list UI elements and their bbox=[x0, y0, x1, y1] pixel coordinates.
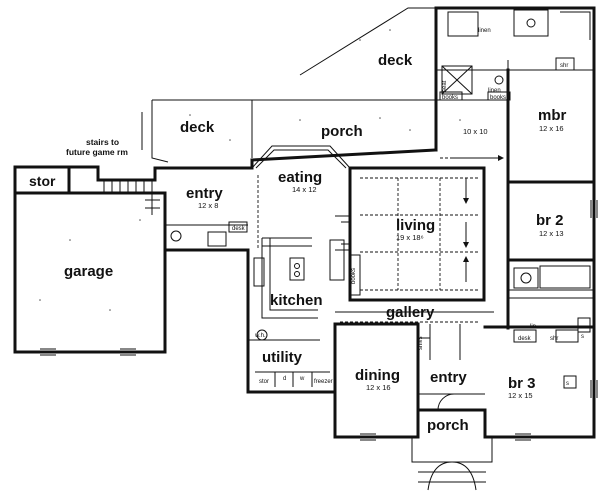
dims-dining: 12 x 16 bbox=[366, 383, 391, 392]
label-bath2-s: s bbox=[581, 334, 584, 340]
label-utility-d: d bbox=[283, 376, 286, 382]
label-books-living: books bbox=[351, 268, 357, 284]
label-bath2-s2: s bbox=[566, 381, 569, 387]
label-stor: stor bbox=[29, 173, 56, 189]
dims-br3: 12 x 15 bbox=[508, 391, 533, 400]
label-utility-stor: stor bbox=[259, 379, 269, 385]
exterior-walls bbox=[13, 6, 596, 439]
label-bath2-shr: shr bbox=[550, 336, 558, 342]
label-deck-left: deck bbox=[180, 119, 215, 136]
stairs-note-line1: stairs to bbox=[86, 137, 119, 147]
label-br3: br 3 bbox=[508, 375, 536, 392]
interior-lines bbox=[40, 7, 598, 491]
room-labels: deck deck porch stairs to future game rm… bbox=[29, 28, 584, 434]
dims-mbr: 12 x 16 bbox=[539, 124, 564, 133]
label-kitchen: kitchen bbox=[270, 292, 323, 309]
label-eating: eating bbox=[278, 169, 322, 186]
label-gallery: gallery bbox=[386, 304, 435, 321]
dims-living: 19 x 18⁶ bbox=[396, 233, 424, 242]
label-dining: dining bbox=[355, 367, 400, 384]
label-utility-freezer: freezer bbox=[314, 379, 333, 385]
windows bbox=[40, 200, 598, 441]
dims-br2: 12 x 13 bbox=[539, 229, 564, 238]
label-utility-wh: w.h. bbox=[254, 333, 266, 339]
label-mbath-seat: seat bbox=[442, 80, 448, 92]
dims-entry-side: 12 x 8 bbox=[198, 201, 218, 210]
label-mbath-books-a: books bbox=[442, 95, 458, 101]
label-garage: garage bbox=[64, 263, 113, 280]
label-desk: desk bbox=[232, 226, 246, 232]
label-br2: br 2 bbox=[536, 212, 564, 229]
label-mbath-books-b: books bbox=[490, 95, 506, 101]
ceiling-arrows bbox=[450, 155, 504, 282]
label-utility-w: w bbox=[299, 376, 305, 382]
label-utility: utility bbox=[262, 349, 303, 366]
label-mbath-shr: shr bbox=[560, 63, 568, 69]
label-shlvs: shlvs bbox=[418, 336, 424, 350]
dims-sitting: 10 x 10 bbox=[463, 127, 488, 136]
label-porch-front: porch bbox=[427, 417, 469, 434]
label-mbr: mbr bbox=[538, 107, 567, 124]
label-bath2-lin: lin bbox=[530, 324, 536, 330]
label-porch-rear: porch bbox=[321, 123, 363, 140]
label-living: living bbox=[396, 217, 435, 234]
label-entry-side: entry bbox=[186, 185, 223, 202]
label-deck-upper: deck bbox=[378, 52, 413, 69]
label-bath2-desk: desk bbox=[518, 336, 532, 342]
stairs-note-line2: future game rm bbox=[66, 147, 128, 157]
deck-texture bbox=[39, 29, 461, 311]
label-mbath-linen: linen bbox=[478, 28, 491, 34]
stairs bbox=[103, 180, 160, 215]
dims-eating: 14 x 12 bbox=[292, 185, 317, 194]
label-mbath-linen2: linen bbox=[488, 88, 501, 94]
label-entry-front: entry bbox=[430, 369, 467, 386]
